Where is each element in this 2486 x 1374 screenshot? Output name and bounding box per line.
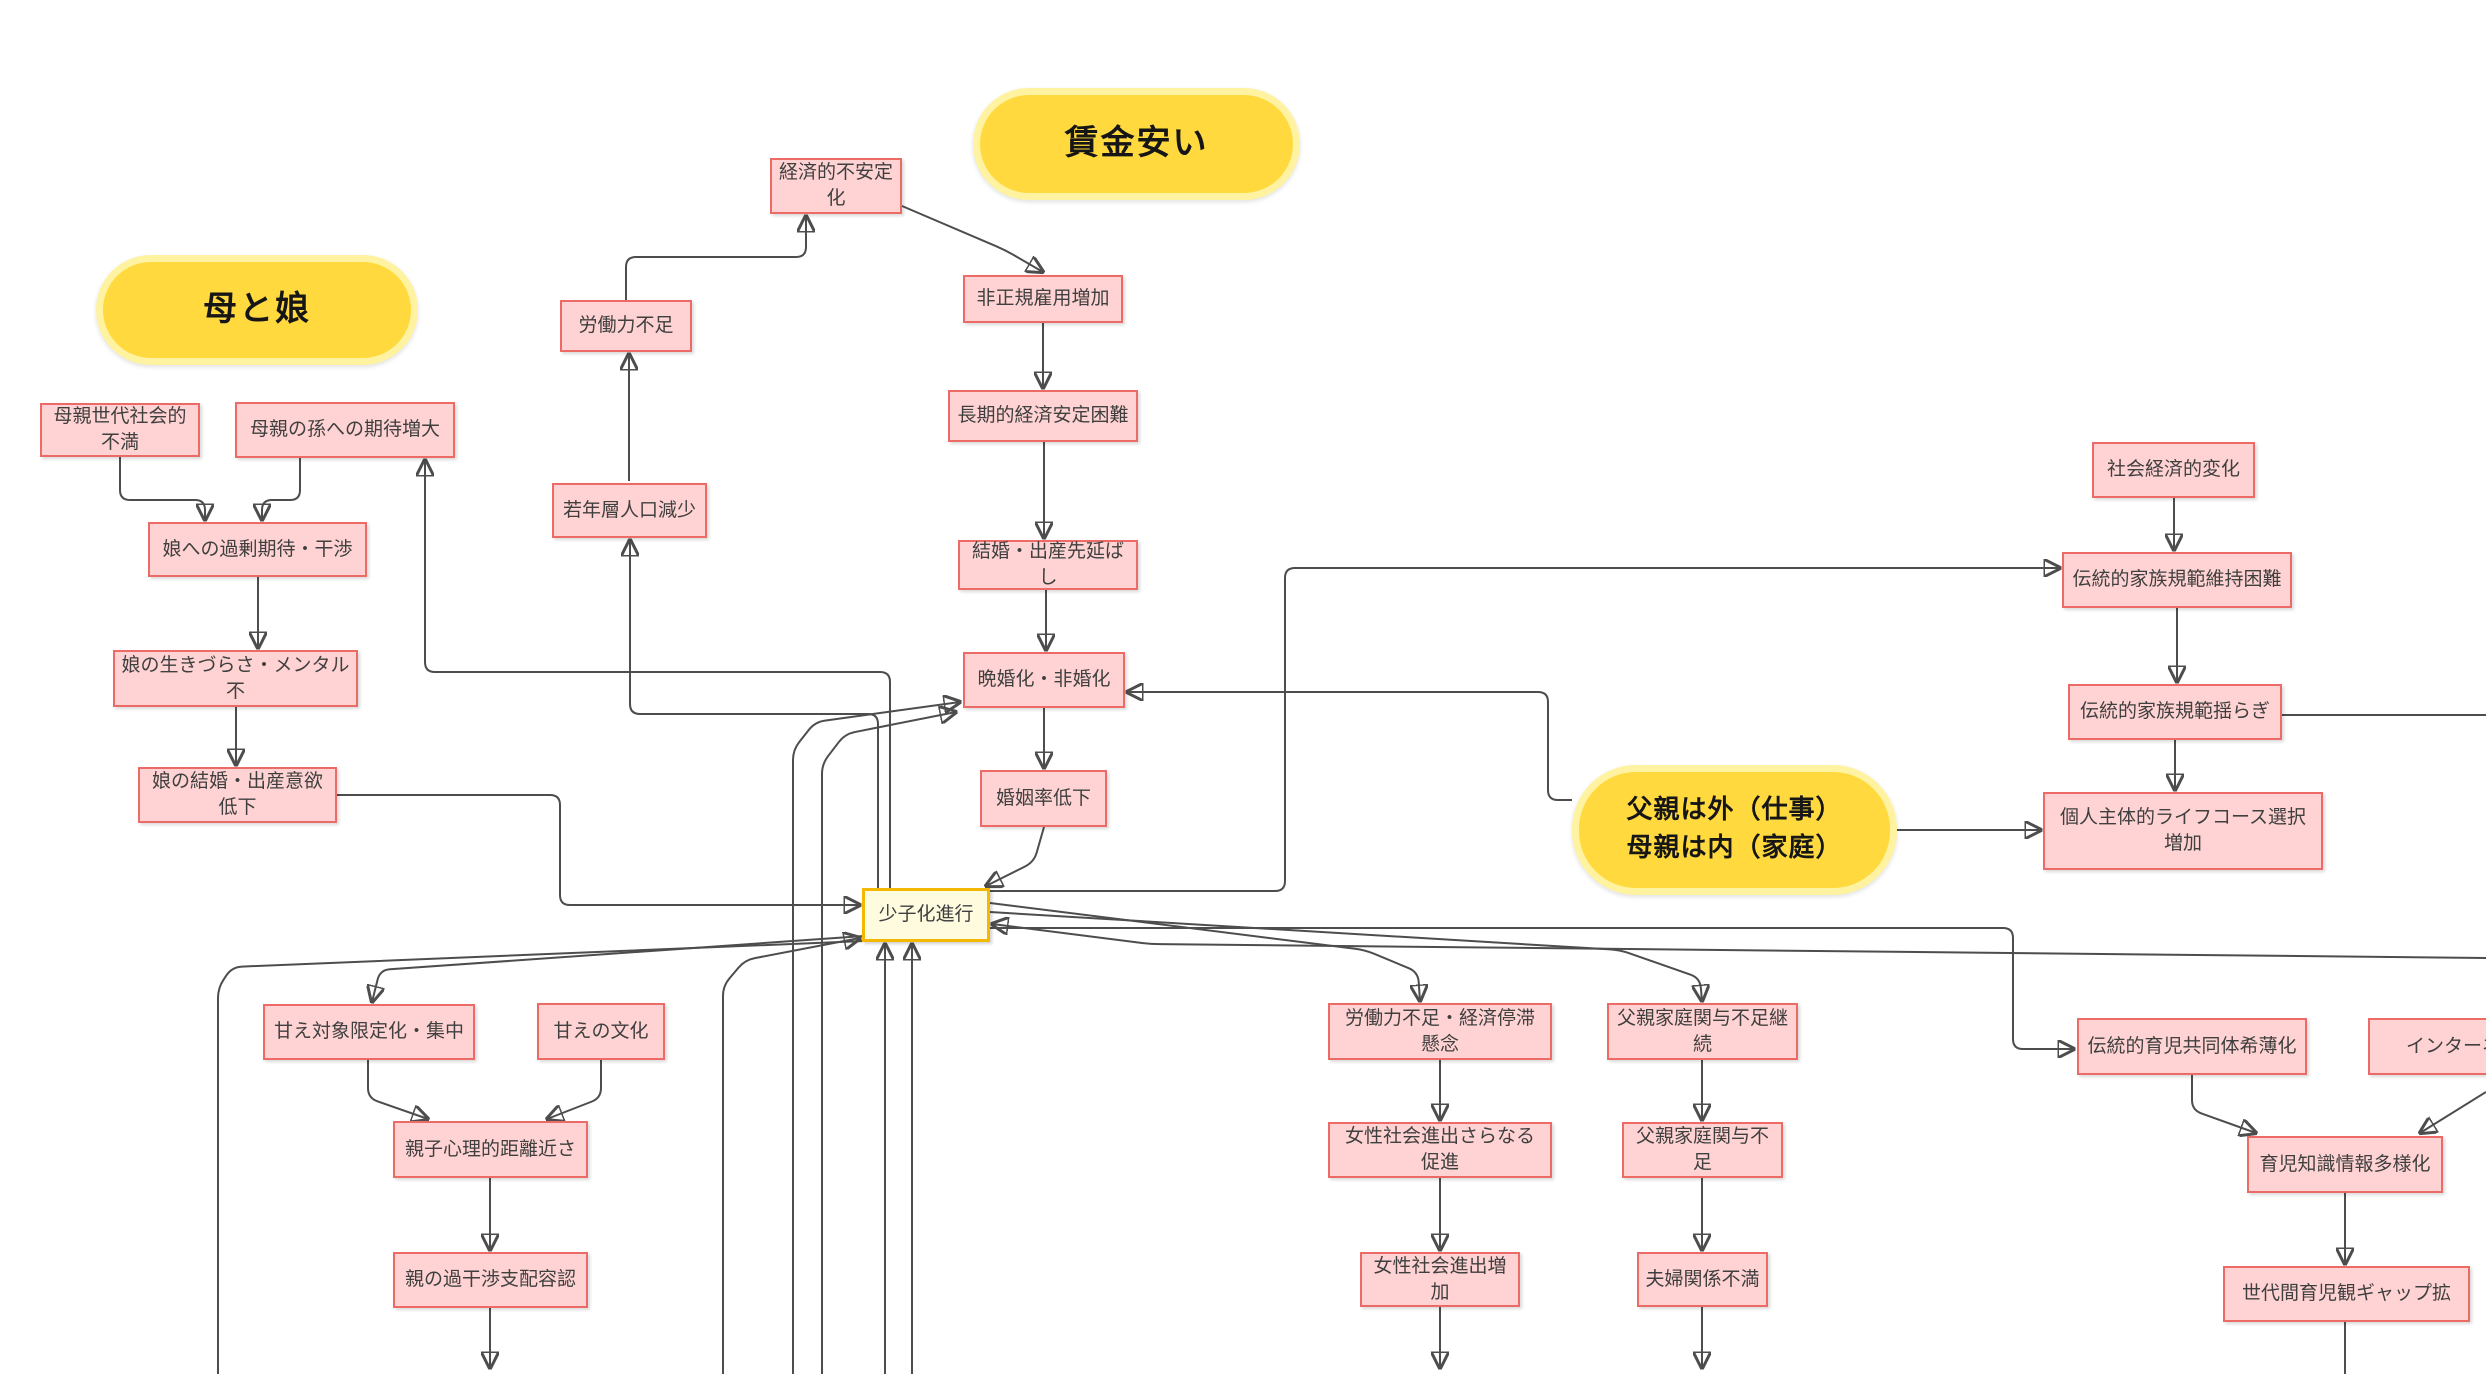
node-bubble-low-wages[interactable]: 賃金安い	[973, 88, 1300, 200]
node-label-longterm-economic-difficulty: 長期的経済安定困難	[957, 404, 1129, 427]
node-bubble-father-outside[interactable]: 父親は外（仕事） 母親は内（家庭）	[1572, 765, 1897, 895]
node-label-bubble-mother-daughter: 母と娘	[203, 289, 311, 330]
node-label-women-advancement-promotion: 女性社会進出さらなる促進	[1344, 1125, 1535, 1173]
node-label-generational-childcare-gap: 世代間育児観ギャップ拡	[2241, 1282, 2451, 1305]
edge-group	[119, 205, 2486, 1374]
node-declining-birthrate[interactable]: 少子化進行	[862, 888, 990, 942]
node-label-mother-grandchild-expectation: 母親の孫への期待増大	[249, 418, 440, 441]
node-label-father-noninvolvement: 父親家庭関与不足	[1635, 1125, 1769, 1173]
node-internet[interactable]: インターネッ	[2368, 1018, 2486, 1075]
edge-amae-limited--to--parent-child-closeness[interactable]	[367, 1060, 428, 1119]
node-label-childcare-community-decline: 伝統的育児共同体希薄化	[2087, 1034, 2297, 1057]
node-label-daughter-difficulty: 娘の生きづらさ・メンタル不	[121, 653, 350, 702]
node-amae-limited[interactable]: 甘え対象限定化・集中	[263, 1004, 475, 1060]
node-family-norm-shaken[interactable]: 伝統的家族規範揺らぎ	[2068, 684, 2282, 740]
node-parental-overinterference[interactable]: 親の過干渉支配容認	[393, 1252, 588, 1308]
node-parent-child-closeness[interactable]: 親子心理的距離近さ	[393, 1121, 588, 1178]
node-bubble-mother-daughter[interactable]: 母と娘	[96, 255, 418, 365]
edge-childcare-community-decline--to--childcare-info-diversification[interactable]	[2191, 1075, 2256, 1133]
node-childcare-community-decline[interactable]: 伝統的育児共同体希薄化	[2077, 1018, 2307, 1075]
edge-offscreen-bottom-d--to--late-marriage[interactable]	[792, 702, 960, 1374]
node-label-young-population-decline: 若年層人口減少	[562, 498, 696, 521]
node-father-noninvolvement[interactable]: 父親家庭関与不足	[1622, 1122, 1783, 1178]
edge-daughter-marriage-decline--to--declining-birthrate[interactable]	[337, 794, 860, 905]
edge-declining-birthrate--to--offscreen-bottom-left[interactable]	[217, 940, 865, 1374]
edge-bubble-father-outside--to--late-marriage[interactable]	[1127, 692, 1572, 801]
node-daughter-marriage-decline[interactable]: 娘の結婚・出産意欲低下	[138, 767, 337, 823]
edge-internet--to--childcare-info-diversification[interactable]	[2420, 1091, 2486, 1133]
edge-mother-gen-dissatisfaction--to--daughter-overexpectation[interactable]	[119, 457, 205, 520]
node-label-family-norm-shaken: 伝統的家族規範揺らぎ	[2079, 700, 2270, 723]
node-marital-dissatisfaction[interactable]: 夫婦関係不満	[1637, 1252, 1768, 1307]
node-family-norm-difficulty[interactable]: 伝統的家族規範維持困難	[2062, 552, 2292, 608]
node-label-internet: インターネッ	[2405, 1034, 2486, 1057]
node-label-daughter-overexpectation: 娘への過剰期待・干渉	[162, 537, 353, 560]
node-label-family-norm-difficulty: 伝統的家族規範維持困難	[2072, 568, 2282, 591]
edge-declining-birthrate--to--childcare-community-decline[interactable]	[990, 927, 2074, 1049]
node-daughter-overexpectation[interactable]: 娘への過剰期待・干渉	[148, 522, 367, 577]
edge-declining-birthrate--to--labor-shortage-stagnation[interactable]	[989, 902, 1420, 1001]
node-label-bubble-father-outside: 父親は外（仕事） 母親は内（家庭）	[1626, 795, 1843, 863]
edge-offscreen-bottom-c--to--declining-birthrate[interactable]	[722, 938, 860, 1374]
node-label-women-advancement-increase: 女性社会進出増加	[1373, 1254, 1507, 1303]
node-marriage-rate-decline[interactable]: 婚姻率低下	[980, 770, 1107, 827]
edge-offscreen-right--to--declining-birthrate[interactable]	[992, 924, 2486, 959]
node-label-individual-lifecourse: 個人主体的ライフコース選択増加	[2059, 806, 2307, 854]
node-label-socioeconomic-change: 社会経済的変化	[2106, 458, 2240, 481]
node-generational-childcare-gap[interactable]: 世代間育児観ギャップ拡	[2223, 1266, 2470, 1322]
edge-offscreen-bottom-e--to--late-marriage[interactable]	[821, 712, 956, 1374]
node-labor-shortage-stagnation[interactable]: 労働力不足・経済停滞懸念	[1328, 1003, 1552, 1060]
edge-marriage-rate-decline--to--declining-birthrate[interactable]	[986, 826, 1045, 886]
edge-labor-shortage--to--economic-instability[interactable]	[625, 216, 806, 300]
node-label-labor-shortage-stagnation: 労働力不足・経済停滞懸念	[1344, 1006, 1535, 1055]
edge-amae-culture--to--parent-child-closeness[interactable]	[547, 1060, 602, 1119]
node-label-father-noninvolvement-cont: 父親家庭関与不足継続	[1616, 1006, 1788, 1055]
node-childcare-info-diversification[interactable]: 育児知識情報多様化	[2247, 1136, 2443, 1193]
node-label-daughter-marriage-decline: 娘の結婚・出産意欲低下	[151, 770, 323, 818]
node-labor-shortage[interactable]: 労働力不足	[560, 300, 692, 352]
node-label-mother-gen-dissatisfaction: 母親世代社会的不満	[53, 405, 187, 453]
node-label-parent-child-closeness: 親子心理的距離近さ	[404, 1137, 576, 1160]
node-label-non-regular-employment: 非正規雇用増加	[976, 287, 1110, 310]
node-economic-instability[interactable]: 経済的不安定化	[770, 158, 902, 214]
node-socioeconomic-change[interactable]: 社会経済的変化	[2092, 442, 2255, 498]
node-mother-grandchild-expectation[interactable]: 母親の孫への期待増大	[235, 402, 455, 458]
node-longterm-economic-difficulty[interactable]: 長期的経済安定困難	[948, 390, 1138, 442]
node-individual-lifecourse[interactable]: 個人主体的ライフコース選択増加	[2043, 792, 2323, 870]
edge-mother-grandchild-expectation--to--daughter-overexpectation[interactable]	[262, 458, 301, 520]
node-young-population-decline[interactable]: 若年層人口減少	[552, 483, 707, 538]
node-label-parental-overinterference: 親の過干渉支配容認	[404, 1268, 576, 1291]
node-daughter-difficulty[interactable]: 娘の生きづらさ・メンタル不	[113, 650, 358, 707]
node-label-labor-shortage: 労働力不足	[578, 314, 674, 337]
node-label-late-marriage: 晩婚化・非婚化	[977, 668, 1111, 691]
node-label-amae-limited: 甘え対象限定化・集中	[273, 1020, 464, 1043]
edge-declining-birthrate--to--young-population-decline[interactable]	[630, 540, 879, 888]
node-label-marriage-postponement: 結婚・出産先延ばし	[971, 540, 1124, 588]
node-marriage-postponement[interactable]: 結婚・出産先延ばし	[958, 540, 1138, 590]
node-label-amae-culture: 甘えの文化	[553, 1019, 649, 1042]
node-label-economic-instability: 経済的不安定化	[778, 161, 893, 209]
edge-declining-birthrate--to--amae-limited[interactable]	[372, 935, 865, 1002]
node-father-noninvolvement-cont[interactable]: 父親家庭関与不足継続	[1607, 1003, 1798, 1060]
node-label-marital-dissatisfaction: 夫婦関係不満	[1645, 1267, 1760, 1290]
edge-declining-birthrate--to--mother-grandchild-expectation[interactable]	[425, 460, 891, 888]
node-mother-gen-dissatisfaction[interactable]: 母親世代社会的不満	[40, 403, 200, 457]
edge-declining-birthrate--to--family-norm-difficulty[interactable]	[990, 568, 2060, 892]
node-label-marriage-rate-decline: 婚姻率低下	[995, 786, 1091, 809]
node-label-bubble-low-wages: 賃金安い	[1064, 123, 1209, 164]
node-late-marriage[interactable]: 晩婚化・非婚化	[963, 652, 1125, 708]
node-label-childcare-info-diversification: 育児知識情報多様化	[2259, 1152, 2431, 1175]
node-non-regular-employment[interactable]: 非正規雇用増加	[963, 275, 1123, 323]
node-label-declining-birthrate: 少子化進行	[878, 903, 974, 926]
node-women-advancement-promotion[interactable]: 女性社会進出さらなる促進	[1328, 1122, 1552, 1178]
edge-economic-instability--to--non-regular-employment[interactable]	[901, 205, 1043, 272]
node-women-advancement-increase[interactable]: 女性社会進出増加	[1360, 1252, 1520, 1307]
node-amae-culture[interactable]: 甘えの文化	[537, 1003, 665, 1060]
